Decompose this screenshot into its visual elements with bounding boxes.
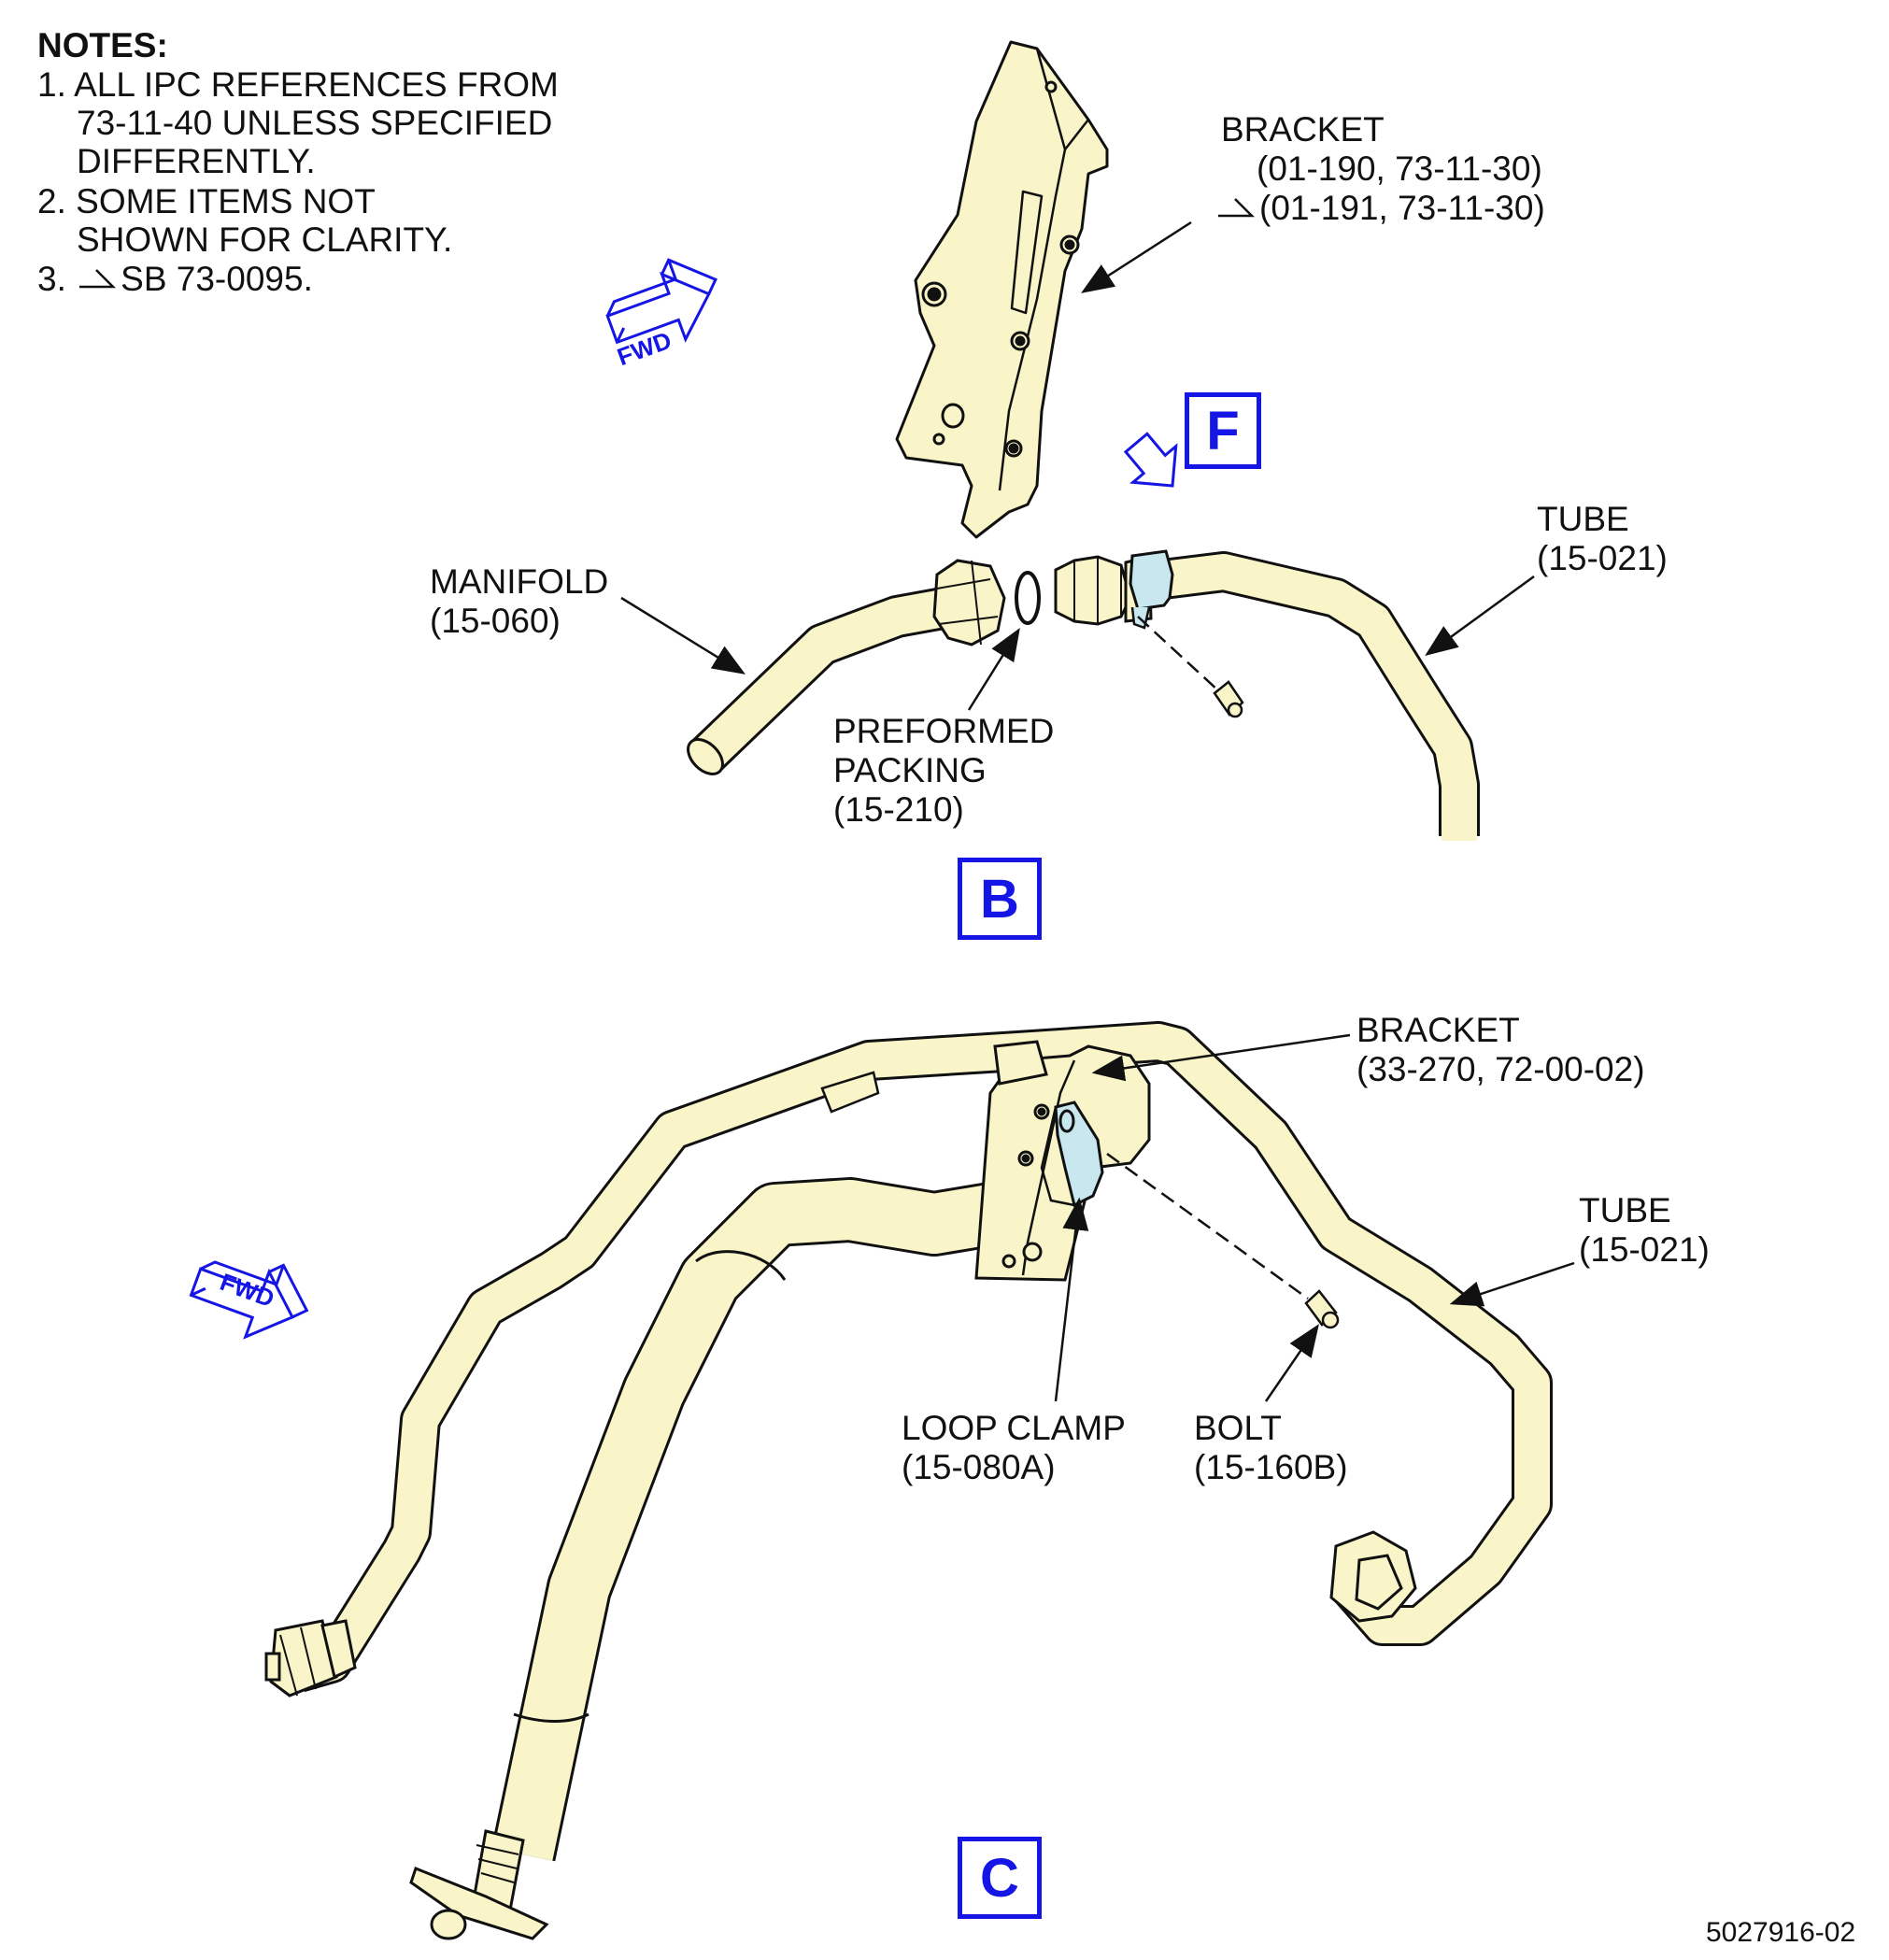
tube-b-name: TUBE [1537, 500, 1629, 538]
notes-title: NOTES: [37, 26, 168, 64]
leader-manifold [620, 596, 746, 675]
leader-bolt [1264, 1324, 1319, 1402]
bracket-b-name: BRACKET [1221, 110, 1385, 149]
leader-tube-b [1425, 575, 1535, 657]
tube-c-left-fitting [264, 1619, 357, 1697]
bolt-c-part [1106, 1152, 1340, 1329]
manifold-part [687, 559, 1006, 775]
tube-c-name: TUBE [1579, 1191, 1671, 1229]
loop-clamp-ref: (15-080A) [902, 1448, 1056, 1486]
note-2-line-2: SHOWN FOR CLARITY. [77, 220, 453, 259]
packing-line-2: PACKING [833, 751, 987, 789]
view-c-drawing [189, 1021, 1575, 1940]
bracket-c-ref: (33-270, 72-00-02) [1356, 1050, 1645, 1088]
fwd-arrow-b [605, 258, 717, 345]
service-bulletin-flag-icon [79, 269, 117, 289]
tube-c-right-fitting [1329, 1530, 1417, 1623]
leader-packing [967, 628, 1020, 711]
note-2-line-1: 2. SOME ITEMS NOT [37, 182, 376, 220]
tube-c-ref: (15-021) [1579, 1230, 1710, 1269]
bracket-b-ref-2-text: (01-191, 73-11-30) [1259, 189, 1545, 227]
bracket-c-name: BRACKET [1356, 1011, 1520, 1049]
view-f-label: F [1185, 392, 1261, 469]
packing-line-1: PREFORMED [833, 712, 1055, 750]
leader-tube-c [1449, 1261, 1575, 1307]
bolt-b-part [1137, 616, 1244, 718]
bracket-b-ref-2: (01-191, 73-11-30) [1214, 189, 1545, 228]
view-c-label: C [958, 1837, 1042, 1919]
note-1-line-2: 73-11-40 UNLESS SPECIFIED [77, 104, 553, 142]
packing-ref: (15-210) [833, 790, 964, 829]
leader-loop-clamp [1054, 1197, 1089, 1402]
manifold-ref: (15-060) [430, 602, 561, 640]
view-f-arrow [1123, 432, 1178, 488]
note-3-text: SB 73-0095. [121, 260, 313, 298]
tube-b-ref: (15-021) [1537, 539, 1668, 577]
manifold-name: MANIFOLD [430, 562, 609, 601]
leader-bracket-c [1091, 1033, 1351, 1082]
note-1-line-1: 1. ALL IPC REFERENCES FROM [37, 65, 559, 104]
leader-bracket-b [1081, 220, 1192, 293]
note-3: 3. SB 73-0095. [37, 260, 313, 299]
bolt-ref: (15-160B) [1194, 1448, 1348, 1486]
view-b-drawing [605, 40, 1535, 841]
tube-b-part [1129, 549, 1480, 841]
preformed-packing-part [1015, 571, 1041, 625]
duct-c-part [409, 1177, 996, 1940]
bolt-name: BOLT [1194, 1409, 1282, 1447]
bracket-b-part [895, 40, 1109, 539]
service-bulletin-flag-icon [1218, 198, 1256, 218]
fwd-arrow-c [189, 1260, 309, 1340]
note-3-number: 3. [37, 260, 66, 298]
loop-clamp-name: LOOP CLAMP [902, 1409, 1126, 1447]
view-b-label: B [958, 858, 1042, 940]
drawing-number: 5027916-02 [1706, 1917, 1856, 1948]
bracket-b-ref-1: (01-190, 73-11-30) [1257, 149, 1542, 188]
note-1-line-3: DIFFERENTLY. [77, 142, 316, 180]
